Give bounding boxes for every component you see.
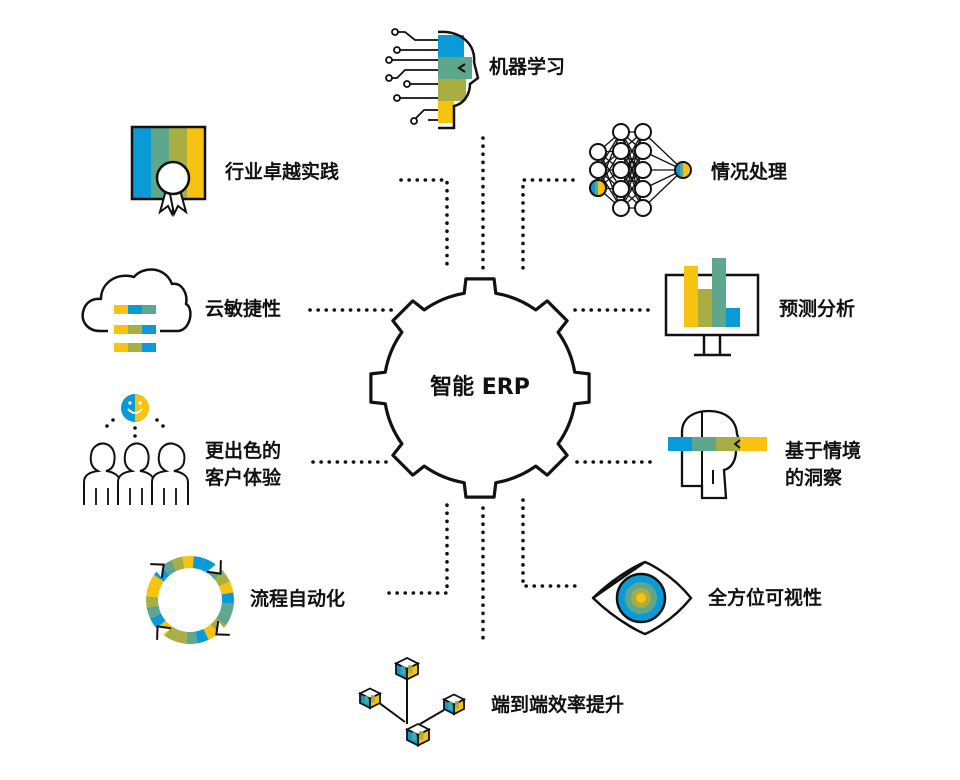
- nn-node-h1-0: [612, 123, 630, 141]
- cycle-segment: [150, 613, 166, 629]
- cycle-segment: [186, 631, 198, 645]
- label-customer-experience-line-2: 客户体验: [205, 467, 282, 489]
- connected-cubes-icon: [357, 656, 467, 747]
- label-contextual-insight-line-1: 基于情境: [785, 440, 862, 462]
- head-insight-icon: [668, 409, 767, 500]
- cycle-segment: [221, 592, 234, 604]
- label-situation-handling: 情况处理: [711, 161, 788, 183]
- cycle-segment: [216, 610, 232, 626]
- nn-node-h2-1: [634, 142, 652, 160]
- nn-node-h1-1: [612, 142, 630, 160]
- cycle-arrowhead: [150, 563, 165, 579]
- cube: [404, 722, 432, 747]
- cycle-segment: [146, 605, 161, 619]
- label-industry-best-practice: 行业卓越实践: [225, 161, 340, 183]
- monitor-bar-chart-icon: [664, 258, 760, 357]
- eye-icon: [591, 560, 693, 636]
- cycle-segment: [171, 556, 185, 571]
- label-machine-learning: 机器学习: [489, 56, 566, 78]
- connectors: [308, 136, 659, 642]
- cloud-icon: [81, 268, 192, 352]
- nn-node-h1-4: [612, 199, 630, 217]
- nn-node-h2-3: [634, 180, 652, 198]
- central-gear: [369, 277, 591, 499]
- head-circuit-icon: [385, 28, 480, 130]
- label-full-visibility: 全方位可视性: [708, 587, 823, 609]
- nn-node-h2-4: [634, 199, 652, 217]
- cube: [393, 656, 421, 681]
- label-end-to-end-efficiency: 端到端效率提升: [491, 694, 625, 716]
- nn-node-h1-3: [612, 180, 630, 198]
- nn-node-in-0: [589, 143, 607, 161]
- neural-network-icon: [589, 123, 692, 217]
- cycle-segment: [192, 556, 206, 570]
- cycle-segment: [182, 556, 194, 569]
- label-cloud-agility: 云敏捷性: [205, 298, 282, 320]
- connector-situation-handling: [521, 178, 575, 270]
- cycle-segment: [195, 629, 209, 644]
- connector-full-visibility: [521, 498, 580, 588]
- cycle-arrowhead: [206, 560, 222, 575]
- cycle-arrowhead: [215, 620, 230, 636]
- cube: [357, 687, 383, 710]
- connector-industry-best-practice: [399, 178, 449, 270]
- cycle-segment: [219, 581, 234, 595]
- cycle-segment: [164, 626, 180, 642]
- center-label: 智能 ERP: [430, 375, 530, 400]
- cycle-segment: [203, 624, 219, 640]
- cycle-segment: [200, 558, 216, 574]
- cube: [441, 693, 467, 716]
- certificate-icon: [130, 125, 207, 218]
- label-customer-experience-line-1: 更出色的: [205, 440, 282, 462]
- happy-customers-icon: [83, 394, 189, 505]
- cycle-segment: [220, 602, 234, 616]
- nn-node-in-1: [589, 161, 607, 179]
- nn-node-h2-0: [634, 123, 652, 141]
- nn-node-h1-2: [612, 161, 630, 179]
- cycle-segment: [146, 596, 159, 608]
- connector-process-automation: [387, 498, 449, 595]
- cycle-segment: [161, 560, 177, 576]
- label-predictive-analytics: 预测分析: [779, 298, 856, 320]
- nn-node-h2-2: [634, 161, 652, 179]
- cycle-arrowhead: [156, 625, 172, 640]
- cycle-segment: [214, 571, 230, 587]
- cycle-segment: [146, 584, 160, 598]
- cycle-segment: [174, 630, 188, 644]
- cycle-segment: [148, 574, 164, 590]
- label-contextual-insight-line-2: 的洞察: [785, 467, 843, 489]
- label-process-automation: 流程自动化: [250, 588, 346, 610]
- cycle-arrows-icon: [146, 556, 234, 645]
